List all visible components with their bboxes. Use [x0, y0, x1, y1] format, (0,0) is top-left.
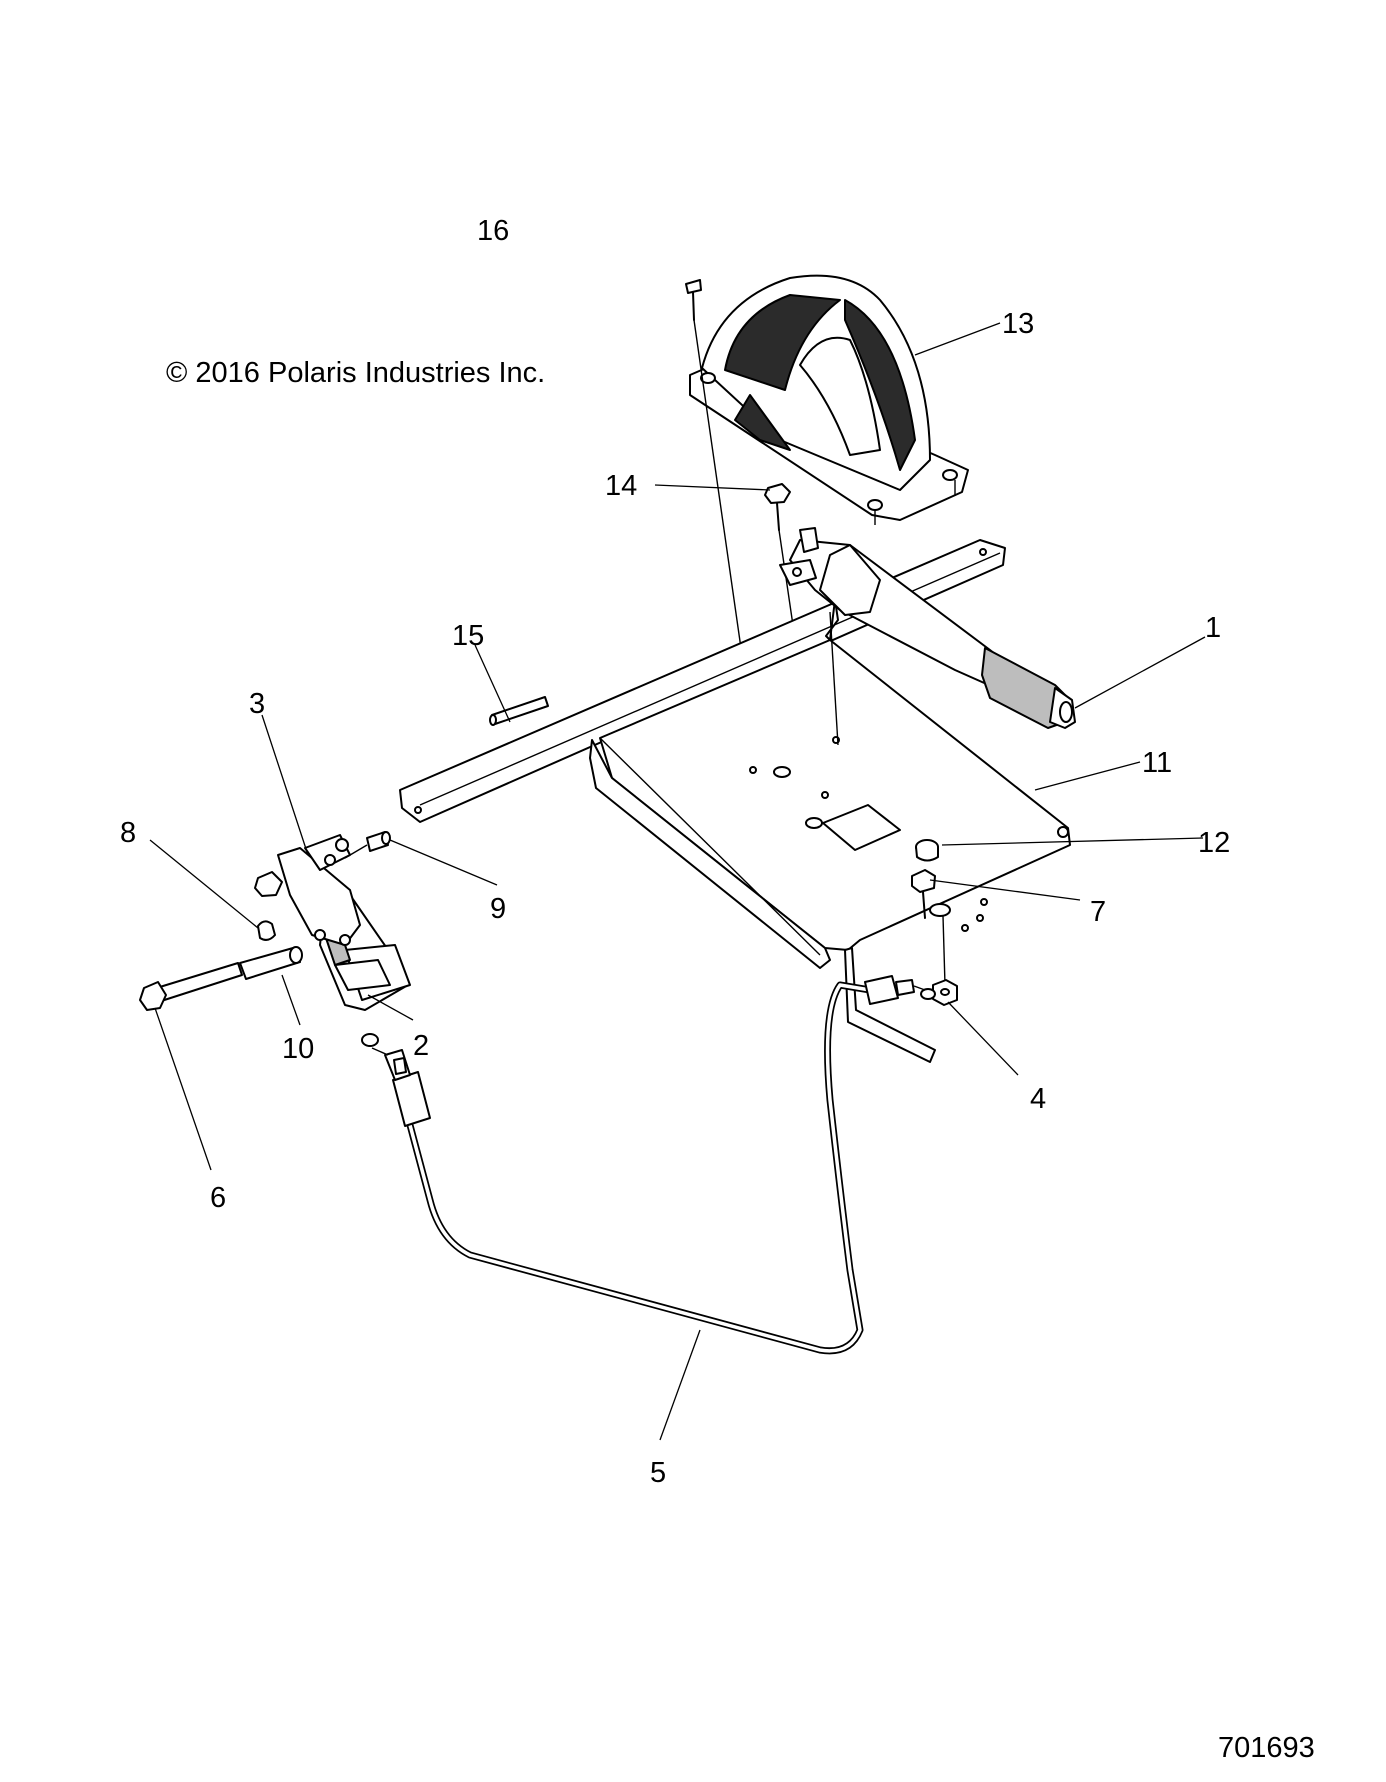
callout-5: 5: [650, 1457, 666, 1489]
callout-1: 1: [1205, 612, 1221, 644]
callout-2: 2: [413, 1030, 429, 1062]
callout-4: 4: [1030, 1083, 1046, 1115]
part-13-console-cover: [689, 274, 969, 525]
part-9-pin: [344, 831, 391, 859]
part-15-pin: [489, 696, 549, 726]
callouts: 1 2 3 4 5 6 7 8 9 10 11 12 13 14 15 16: [120, 215, 1230, 1489]
callout-14: 14: [605, 470, 637, 502]
part-4-nut: [932, 915, 958, 1006]
callout-9: 9: [490, 893, 506, 925]
callout-11: 11: [1142, 747, 1172, 779]
part-7-bolt: [911, 869, 951, 919]
callout-6: 6: [210, 1182, 226, 1214]
part-8-clip: [257, 920, 276, 941]
part-6-bolt: [139, 962, 243, 1011]
copyright-text: © 2016 Polaris Industries Inc.: [166, 357, 545, 389]
callout-13: 13: [1002, 308, 1034, 340]
drawing-number: 701693: [1218, 1732, 1315, 1764]
part-11-base-plate: [589, 599, 1071, 969]
part-10-spacer: [239, 946, 303, 980]
part-5-brake-cable: [361, 975, 936, 1355]
callout-3: 3: [249, 688, 265, 720]
callout-7: 7: [1090, 896, 1106, 928]
callout-10: 10: [282, 1033, 314, 1065]
callout-8: 8: [120, 817, 136, 849]
callout-16: 16: [477, 215, 509, 247]
part-1-handbrake-lever: [779, 527, 1076, 746]
callout-15: 15: [452, 620, 484, 652]
part-12-bumper: [915, 839, 939, 862]
cable-bracket-tab: [844, 947, 936, 1063]
callout-12: 12: [1198, 827, 1230, 859]
leader-lines: [149, 322, 1206, 1441]
